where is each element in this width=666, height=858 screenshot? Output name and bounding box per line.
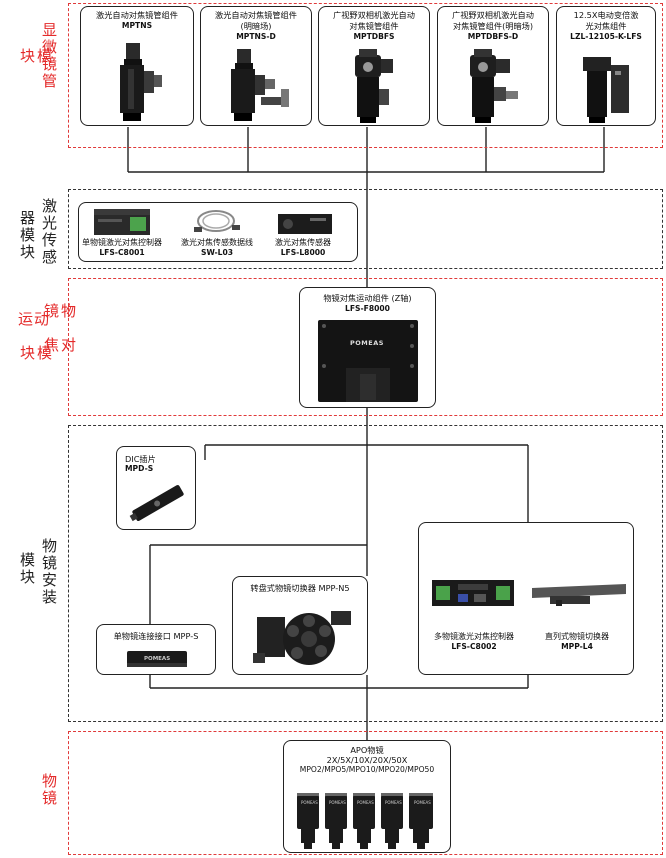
dic-slider-icon <box>129 485 184 522</box>
turret-card-mpp-n5[interactable]: 转盘式物镜切换器 MPP-N5 <box>232 576 368 675</box>
objective-brand-2: POMEAS <box>329 800 346 805</box>
tube-name-line2: 光对焦组件 <box>585 21 627 31</box>
tube-card-mptdbfs[interactable]: 广视野双相机激光自动 对焦镜管组件 MPTDBFS <box>318 6 430 126</box>
apo-objective-card[interactable]: APO物镜 2X/5X/10X/20X/50X MPO2/MPO5/MPO10/… <box>283 740 451 853</box>
multi-controller-lfs-c8002-icon <box>432 580 514 606</box>
sensor-item-name: 单物镜激光对焦控制器 <box>82 238 162 247</box>
turret-name: 转盘式物镜切换器 MPP-N5 <box>250 583 350 593</box>
controller-lfs-c8001-icon <box>94 209 150 235</box>
objective-brand-1: POMEAS <box>301 800 318 805</box>
tube-code: MPTNS-D <box>236 32 276 41</box>
tube-card-mptns-d[interactable]: 激光自动对焦镜管组件 (明暗场) MPTNS-D <box>200 6 312 126</box>
laser-sensor-lfs-l8000-icon <box>278 214 332 234</box>
sensor-item-sensor[interactable]: 激光对焦传感器 LFS-L8000 <box>258 238 348 258</box>
sensor-item-code: LFS-C8001 <box>99 248 145 257</box>
multi-controller-name: 多物镜激光对焦控制器 <box>434 632 514 641</box>
tube-name: 广视野双相机激光自动 <box>452 10 534 20</box>
objective-lens-icons <box>297 793 433 849</box>
tube-name: 广视野双相机激光自动 <box>333 10 415 20</box>
data-cable-sw-l03-icon <box>194 210 240 232</box>
multi-controller-code: LFS-C8002 <box>451 642 497 651</box>
tube-image-icon <box>120 43 162 121</box>
linear-switch-item[interactable]: 直列式物镜切换器 MPP-L4 <box>532 632 622 652</box>
tube-name: 激光自动对焦镜管组件 <box>96 10 178 20</box>
sensor-item-name: 激光对焦传感数据线 <box>181 238 253 247</box>
objective-brand-4: POMEAS <box>385 800 402 805</box>
dic-card-mpd-s[interactable]: DIC插片 MPD-S <box>116 446 196 530</box>
tube-name: 激光自动对焦镜管组件 <box>215 10 297 20</box>
single-connector-name: 单物镜连接接口 MPP-S <box>113 631 199 641</box>
motion-brand-logo: POMEAS <box>350 339 384 347</box>
dic-code: MPD-S <box>125 464 154 473</box>
tube-image-icon <box>583 57 629 123</box>
tube-code: MPTNS <box>121 21 153 30</box>
tube-card-mptns[interactable]: 激光自动对焦镜管组件 MPTNS <box>80 6 194 126</box>
tube-code: MPTDBFS <box>353 32 395 41</box>
tube-code: MPTDBFS-D <box>467 32 519 41</box>
tube-name-line2: 对焦镜管组件(明暗场) <box>452 21 534 31</box>
tube-image-icon <box>470 49 518 123</box>
sensor-item-code: SW-L03 <box>200 248 234 257</box>
motion-stage-icon <box>318 320 418 402</box>
tube-code: LZL-12105-K-LFS <box>570 32 642 41</box>
objective-brand-3: POMEAS <box>357 800 374 805</box>
section-mount-module <box>68 425 663 722</box>
sensor-item-code: LFS-L8000 <box>280 248 326 257</box>
tube-name-line2: 对焦镜管组件 <box>349 21 399 31</box>
apo-mags: 2X/5X/10X/20X/50X <box>326 755 408 765</box>
tube-image-icon <box>355 49 393 123</box>
sensor-item-controller[interactable]: 单物镜激光对焦控制器 LFS-C8001 <box>77 238 167 258</box>
tube-card-mptdbfs-d[interactable]: 广视野双相机激光自动 对焦镜管组件(明暗场) MPTDBFS-D <box>437 6 549 126</box>
linear-switch-name: 直列式物镜切换器 <box>545 632 609 641</box>
section-label-objective: 物 镜 <box>42 772 59 807</box>
section-motion-module <box>68 278 663 416</box>
single-connector-icon <box>127 651 187 667</box>
single-connector-card-mpp-s[interactable]: 单物镜连接接口 MPP-S POMEAS <box>96 624 216 675</box>
motion-card-lfs-f8000[interactable]: 物镜对焦运动组件 (Z轴) LFS-F8000 POMEAS <box>299 287 436 408</box>
section-tube-module <box>68 3 663 148</box>
tube-image-icon <box>231 49 289 121</box>
objective-brand-5: POMEAS <box>414 800 431 805</box>
tube-name-line2: (明暗场) <box>240 21 272 31</box>
single-connector-brand: POMEAS <box>144 656 171 662</box>
turret-icon <box>253 611 351 665</box>
linear-switch-mpp-l4-icon <box>532 584 626 606</box>
sensor-item-cable[interactable]: 激光对焦传感数据线 SW-L03 <box>172 238 262 258</box>
dic-name: DIC插片 <box>125 454 156 464</box>
motion-name: 物镜对焦运动组件 (Z轴) <box>323 293 412 303</box>
apo-codes: MPO2/MPO5/MPO10/MPO20/MPO50 <box>299 765 435 774</box>
tube-card-lzl[interactable]: 12.5X电动变倍激 光对焦组件 LZL-12105-K-LFS <box>556 6 656 126</box>
multi-controller-item[interactable]: 多物镜激光对焦控制器 LFS-C8002 <box>426 632 522 652</box>
apo-name: APO物镜 <box>350 745 384 755</box>
motion-code: LFS-F8000 <box>345 304 390 313</box>
section-objective-module <box>68 731 663 855</box>
sensor-item-name: 激光对焦传感器 <box>275 238 331 247</box>
tube-name: 12.5X电动变倍激 <box>573 10 639 20</box>
linear-switch-code: MPP-L4 <box>561 642 593 651</box>
section-sensor-module <box>68 189 663 269</box>
